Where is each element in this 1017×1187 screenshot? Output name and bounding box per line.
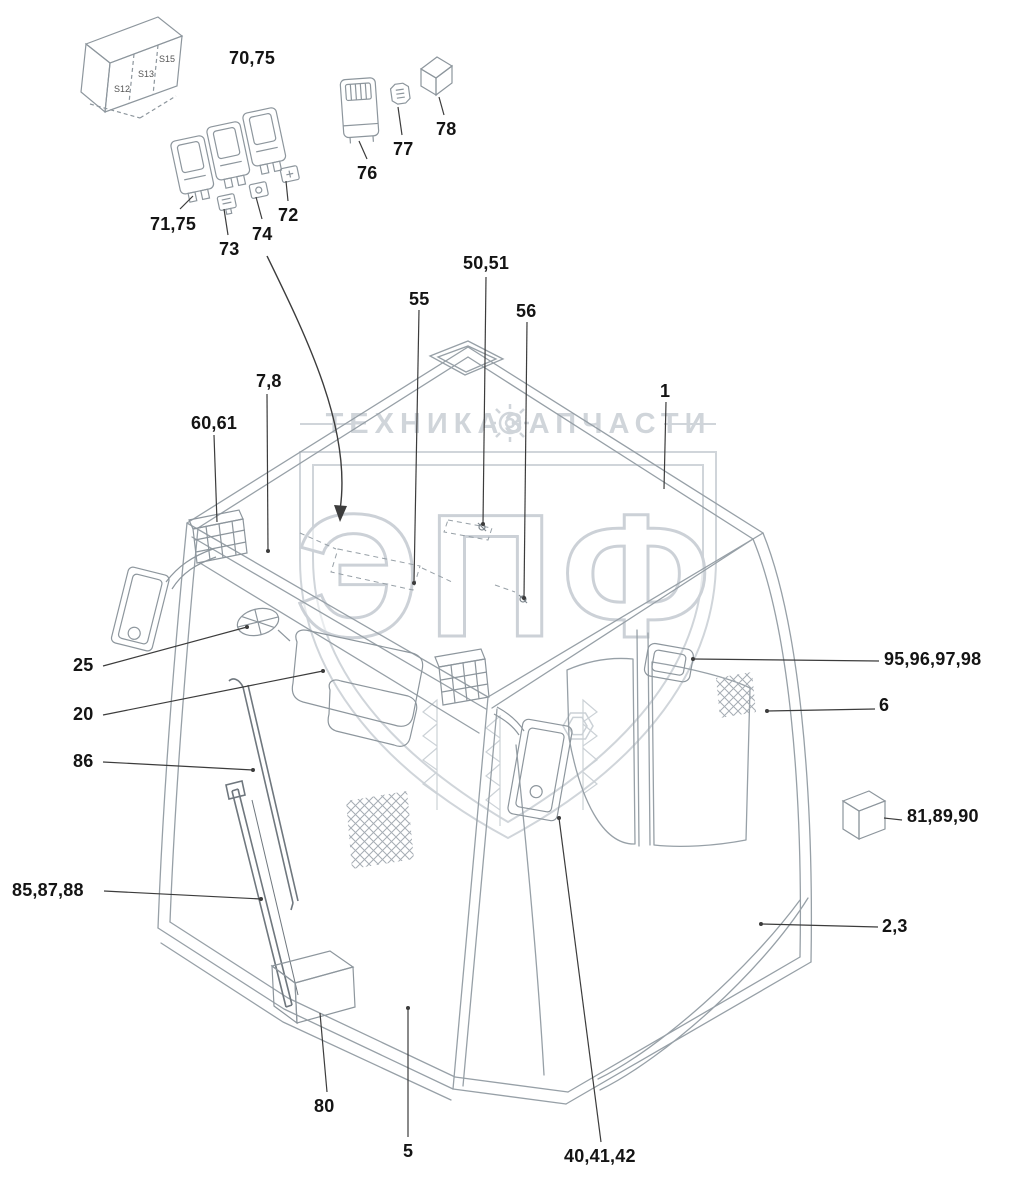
callout-76: 76 [357, 163, 378, 183]
callout-50-51: 50,51 [463, 253, 510, 273]
callout-74: 74 [252, 224, 273, 244]
callout-71-75: 71,75 [150, 214, 197, 234]
callout-95-96-97-98: 95,96,97,98 [884, 649, 982, 669]
vent-fan [236, 607, 291, 642]
leader-arrow [266, 255, 347, 522]
callout-5: 5 [403, 1141, 414, 1161]
mirror-left [110, 548, 217, 652]
callout-40-41-42: 40,41,42 [564, 1146, 636, 1166]
watermark-group: ТЕХНИКА ЗАПЧАСТИ ЭПФ [294, 404, 719, 840]
callout-86: 86 [73, 751, 94, 771]
roof-details [299, 519, 516, 593]
storage-box [270, 950, 356, 1025]
hatch-windshield [346, 791, 414, 869]
callout-55: 55 [409, 289, 430, 309]
mirror-front [493, 706, 573, 822]
cube-78 [419, 56, 454, 97]
banner-right-text: ЗАПЧАСТИ [505, 408, 712, 440]
callout-80: 80 [314, 1096, 335, 1116]
leader-dots [245, 522, 769, 1010]
callout-72: 72 [278, 205, 299, 225]
connector-cube [841, 790, 887, 841]
part-73 [216, 193, 237, 216]
brand-letters: ЭПФ [295, 479, 719, 674]
callout-56: 56 [516, 301, 537, 321]
worklamp-left [188, 509, 248, 564]
overhead-console [291, 629, 424, 747]
wiper-arm [225, 780, 299, 1008]
callout-7-8: 7,8 [256, 371, 282, 391]
callout-60-61: 60,61 [191, 413, 238, 433]
shield-outline [299, 451, 717, 840]
banner-left-text: ТЕХНИКА [326, 408, 505, 440]
worklamp-front [434, 648, 490, 706]
connector-77 [389, 82, 411, 105]
switch-block-label-s13: S13 [138, 69, 154, 79]
wiper-blade [228, 678, 299, 911]
leader-lines [102, 96, 903, 1143]
callout-70-75: 70,75 [229, 48, 276, 68]
callout-2-3: 2,3 [882, 916, 908, 936]
callout-85-87-88: 85,87,88 [12, 880, 84, 900]
switch-block-label-s12: S12 [114, 84, 130, 94]
callout-1: 1 [660, 381, 671, 401]
callout-6: 6 [879, 695, 890, 715]
part-74 [248, 181, 269, 199]
switch-block-label-s15: S15 [159, 54, 175, 64]
callout-77: 77 [393, 139, 414, 159]
relay-76 [339, 77, 380, 144]
cab-outline [157, 346, 813, 1105]
switch-block [80, 16, 184, 119]
hatch-side [716, 672, 756, 718]
callout-25: 25 [73, 655, 94, 675]
callout-20: 20 [73, 704, 94, 724]
callout-78: 78 [436, 119, 457, 139]
callout-73: 73 [219, 239, 240, 259]
roof-hatch [428, 340, 505, 376]
rocker-switches [170, 107, 287, 203]
side-lamp [643, 642, 694, 683]
part-72 [279, 165, 300, 183]
emblem-wheat [422, 698, 598, 826]
callout-81-89-90: 81,89,90 [907, 806, 979, 826]
